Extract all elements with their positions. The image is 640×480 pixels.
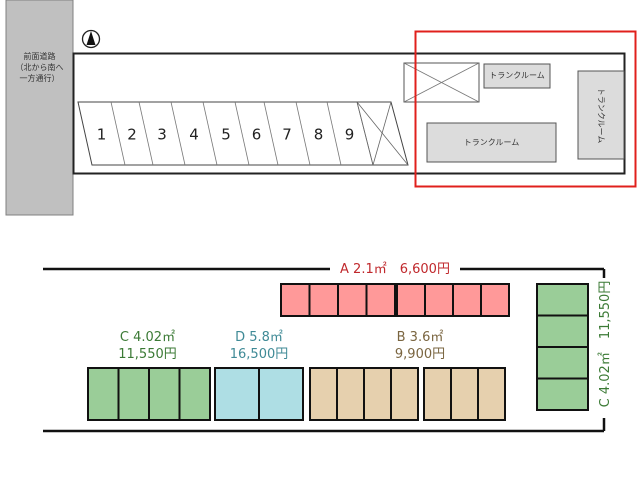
road-label-line: 一方通行） xyxy=(19,74,60,83)
trunk-room-vertical xyxy=(577,70,625,160)
layout-border xyxy=(43,267,606,433)
unit-c-side-cell[interactable] xyxy=(536,346,589,380)
stall-divider xyxy=(263,101,279,166)
unit-layout xyxy=(43,267,606,433)
parking-space-number: 7 xyxy=(282,126,292,144)
unit-c-side-cell[interactable] xyxy=(536,314,589,348)
unit-c-side-cell[interactable] xyxy=(536,283,589,317)
parking-space-number: 2 xyxy=(127,126,137,144)
unit-c-cell[interactable] xyxy=(87,367,120,421)
unit-c-side-label-text: C 4.02㎡ 11,550円 xyxy=(598,280,613,408)
trunk-room-label: トランクルーム xyxy=(596,87,606,144)
road-label: 前面道路 （北から南へ 一方通行） xyxy=(6,51,73,84)
unit-b-cell[interactable] xyxy=(477,367,506,421)
road-label-line: （北から南へ xyxy=(15,63,64,72)
unit-b-cell[interactable] xyxy=(363,367,392,421)
unit-b-cell[interactable] xyxy=(423,367,452,421)
unit-b-cell[interactable] xyxy=(336,367,365,421)
trunk-room-label: トランクルーム xyxy=(463,138,520,147)
trunk-room-small xyxy=(483,63,551,89)
unit-a-cell[interactable] xyxy=(337,283,368,317)
stall-divider xyxy=(234,101,250,166)
parking-space-number: 4 xyxy=(189,126,199,144)
unit-a-cell[interactable] xyxy=(308,283,339,317)
unit-d-price: 16,500円 xyxy=(229,347,289,362)
unit-a-label: A 2.1㎡ 6,600円 xyxy=(330,261,460,278)
stall-divider xyxy=(138,101,154,166)
unit-b-size: B 3.6㎡ xyxy=(396,330,444,345)
unit-c-cell[interactable] xyxy=(117,367,150,421)
unit-a-cell[interactable] xyxy=(396,283,426,317)
stall-divider xyxy=(326,101,342,166)
unit-c-label: C 4.02㎡ 11,550円 xyxy=(95,329,200,363)
road-label-line: 前面道路 xyxy=(23,52,56,61)
trunk-room-large xyxy=(426,122,557,163)
unit-c-side-cell[interactable] xyxy=(536,377,589,411)
unit-d-cell[interactable] xyxy=(214,367,260,421)
unit-b-label: B 3.6㎡ 9,900円 xyxy=(370,329,470,363)
unit-d-size: D 5.8㎡ xyxy=(235,330,283,345)
parking-space-number: 1 xyxy=(97,126,107,144)
stall-divider xyxy=(170,101,186,166)
trunk-room-label: トランクルーム xyxy=(489,71,545,80)
unit-a-cell[interactable] xyxy=(480,283,510,317)
unit-c-price: 11,550円 xyxy=(118,347,177,362)
north-arrow-icon xyxy=(81,29,101,49)
parking-space-number: 8 xyxy=(314,126,324,144)
unit-d-cell[interactable] xyxy=(258,367,304,421)
parking-space-number: 3 xyxy=(157,126,167,144)
unit-c-cell[interactable] xyxy=(178,367,211,421)
unit-c-cell[interactable] xyxy=(148,367,181,421)
unit-b-cell[interactable] xyxy=(390,367,419,421)
unavailable-space xyxy=(356,101,409,166)
site-map: 1 2 3 4 5 6 7 8 9 xyxy=(5,0,637,216)
stall-divider xyxy=(110,101,126,166)
front-road xyxy=(5,0,74,216)
stall-divider xyxy=(295,101,311,166)
unit-a-cell[interactable] xyxy=(424,283,454,317)
unit-a-cell[interactable] xyxy=(365,283,396,317)
parking-space-number: 5 xyxy=(221,126,231,144)
unit-b-cell[interactable] xyxy=(309,367,338,421)
unit-d-label: D 5.8㎡ 16,500円 xyxy=(213,329,305,363)
unit-c-side-label: C 4.02㎡ 11,550円 xyxy=(597,274,614,414)
unit-c-size: C 4.02㎡ xyxy=(119,330,176,345)
unit-b-price: 9,900円 xyxy=(394,347,446,362)
parking-space-number: 9 xyxy=(345,126,355,144)
unit-a-cell[interactable] xyxy=(452,283,482,317)
stall-divider xyxy=(202,101,218,166)
unit-a-cell[interactable] xyxy=(280,283,311,317)
highlight-box xyxy=(414,30,637,188)
unit-a-label-text: A 2.1㎡ 6,600円 xyxy=(340,262,450,277)
parking-space-number: 6 xyxy=(252,126,262,144)
unit-b-cell[interactable] xyxy=(450,367,479,421)
